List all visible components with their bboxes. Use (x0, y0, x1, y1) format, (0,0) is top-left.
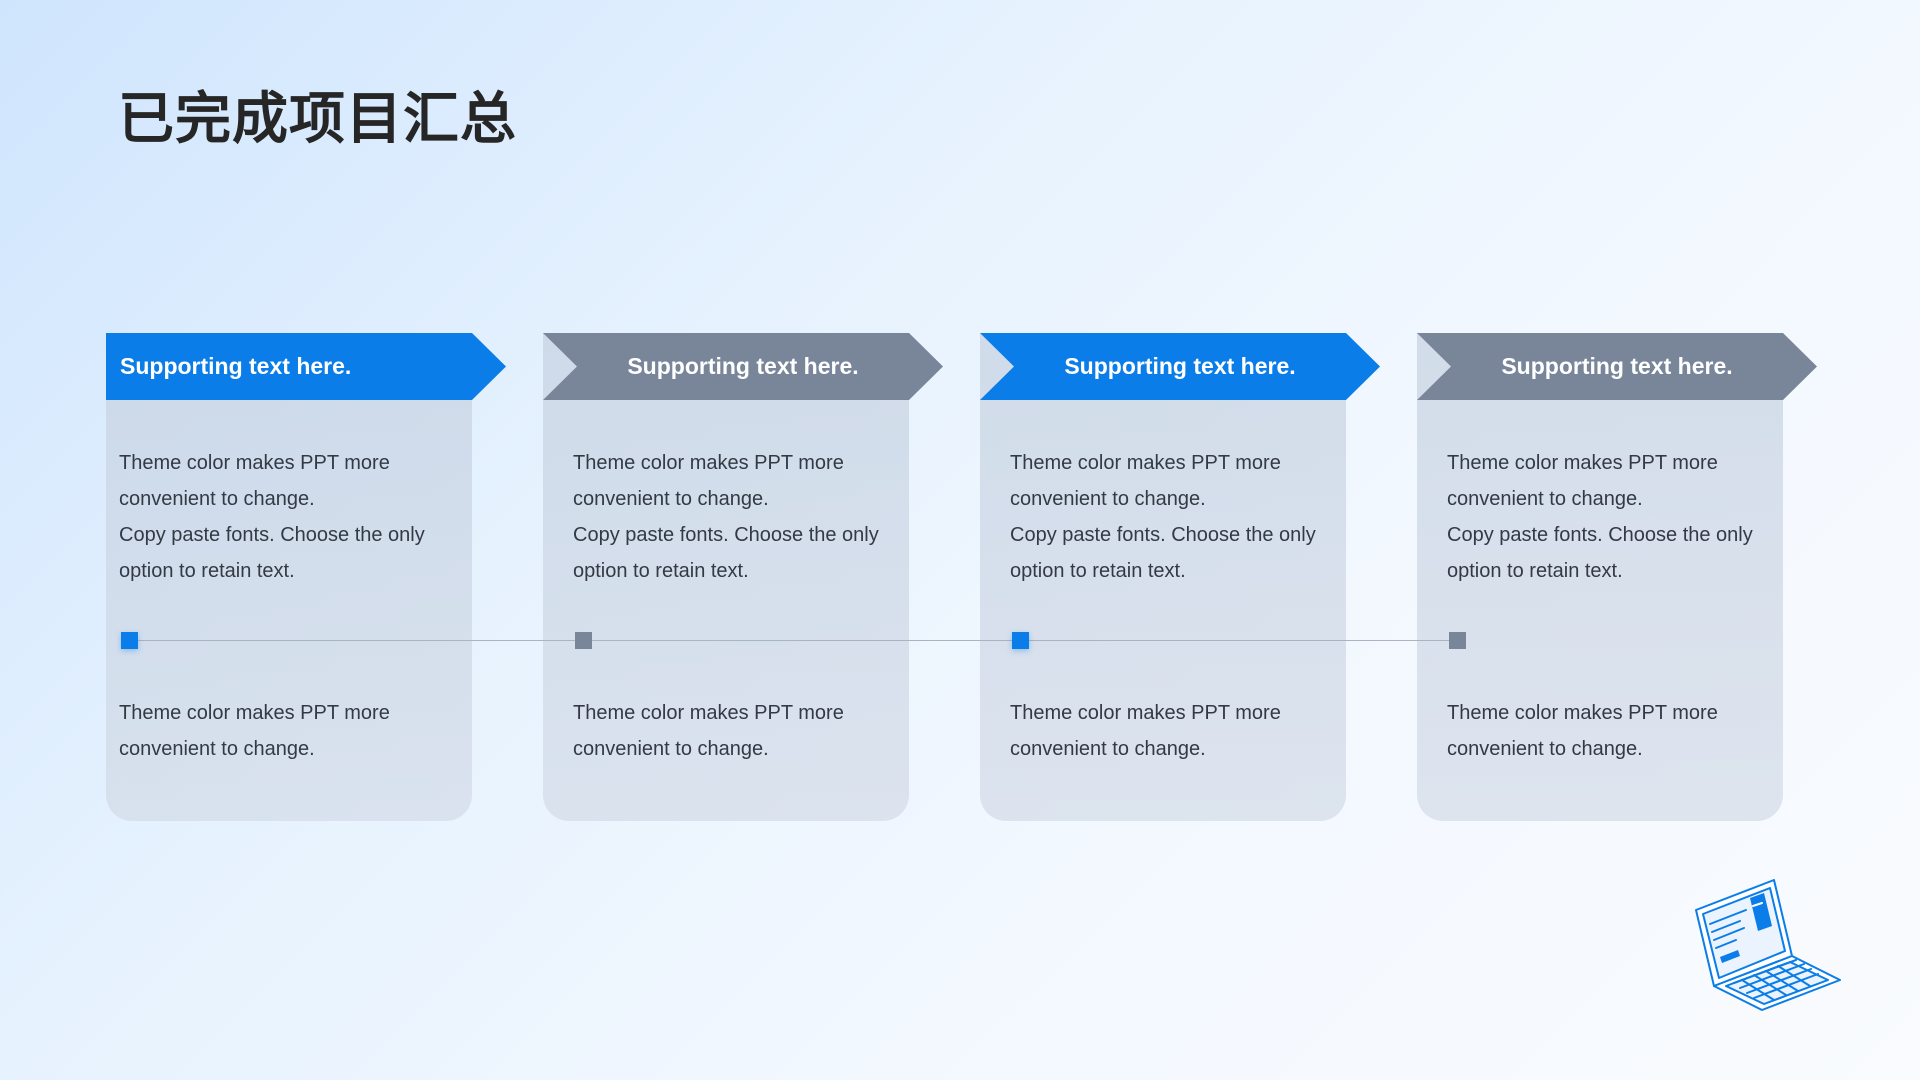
laptop-icon (1695, 879, 1841, 1011)
description-line: Theme color makes PPT more convenient to… (119, 452, 390, 510)
card-header-label: Supporting text here. (1064, 353, 1296, 379)
card-body (106, 333, 472, 821)
project-card-4: Supporting text here. Theme color makes … (1417, 333, 1853, 821)
project-card-3: Supporting text here. Theme color makes … (980, 333, 1416, 821)
description-line: Theme color makes PPT more convenient to… (573, 452, 844, 510)
card-footer-text: Theme color makes PPT more convenient to… (1010, 702, 1281, 760)
description-line: Copy paste fonts. Choose the only option… (1010, 524, 1316, 582)
description-line: Copy paste fonts. Choose the only option… (1447, 524, 1753, 582)
card-body (980, 333, 1346, 821)
timeline-marker-2 (575, 632, 592, 649)
card-footer-text: Theme color makes PPT more convenient to… (573, 702, 844, 760)
card-header-banner: Supporting text here. (980, 333, 1380, 400)
card-body (1417, 333, 1783, 821)
description-line: Copy paste fonts. Choose the only option… (573, 524, 879, 582)
card-body (543, 333, 909, 821)
card-header-banner: Supporting text here. (543, 333, 943, 400)
timeline-marker-1 (121, 632, 138, 649)
card-description: Theme color makes PPT more convenient to… (1447, 445, 1777, 589)
card-description: Theme color makes PPT more convenient to… (119, 445, 449, 589)
card-description: Theme color makes PPT more convenient to… (573, 445, 903, 589)
project-card-2: Supporting text here. Theme color makes … (543, 333, 979, 821)
card-header-label: Supporting text here. (627, 353, 859, 379)
description-line: Theme color makes PPT more convenient to… (1010, 452, 1281, 510)
project-card-1: Supporting text here. Theme color makes … (106, 333, 542, 821)
page-title: 已完成项目汇总 (118, 87, 517, 152)
description-line: Copy paste fonts. Choose the only option… (119, 524, 425, 582)
card-header-label: Supporting text here. (1501, 353, 1733, 379)
card-header-banner: Supporting text here. (106, 333, 506, 400)
timeline-marker-4 (1449, 632, 1466, 649)
timeline-line (130, 640, 1458, 641)
card-header-label: Supporting text here. (120, 353, 352, 379)
card-header-banner: Supporting text here. (1417, 333, 1817, 400)
card-description: Theme color makes PPT more convenient to… (1010, 445, 1340, 589)
card-footer-text: Theme color makes PPT more convenient to… (119, 702, 390, 760)
timeline-marker-3 (1012, 632, 1029, 649)
description-line: Theme color makes PPT more convenient to… (1447, 452, 1718, 510)
card-footer-text: Theme color makes PPT more convenient to… (1447, 702, 1718, 760)
